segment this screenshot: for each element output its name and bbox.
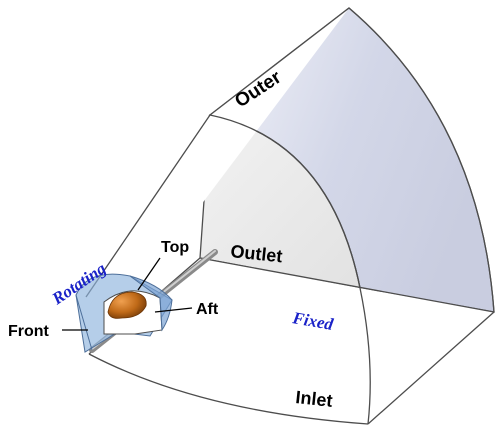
domain-edges — [85, 7, 495, 425]
aft-label: Aft — [196, 301, 219, 318]
inlet-label: Inlet — [295, 387, 334, 411]
leader-lines — [62, 257, 193, 331]
side-plane-face — [86, 8, 349, 354]
top-label: Top — [161, 239, 189, 256]
front-label: Front — [8, 323, 50, 340]
test-object — [107, 291, 147, 319]
inlet-boundary-face — [89, 258, 494, 424]
